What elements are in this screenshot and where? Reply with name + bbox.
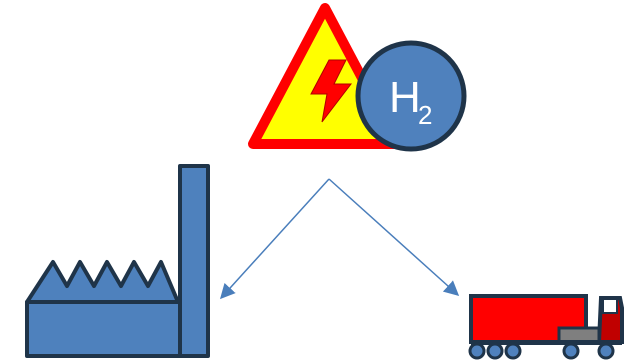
factory-icon [25, 164, 210, 358]
hydrogen-subscript: 2 [418, 100, 432, 130]
truck-wheel [468, 342, 486, 360]
arrow-to-truck [328, 178, 460, 297]
arrow-to-factory [219, 178, 330, 300]
hydrogen-symbol: H [389, 73, 421, 122]
truck-wheel [562, 342, 580, 360]
hydrogen-circle-icon: H 2 [355, 40, 467, 152]
truck-icon [468, 294, 624, 360]
truck-wheel [504, 342, 522, 360]
truck-wheel [597, 342, 615, 360]
truck-wheel [486, 342, 504, 360]
